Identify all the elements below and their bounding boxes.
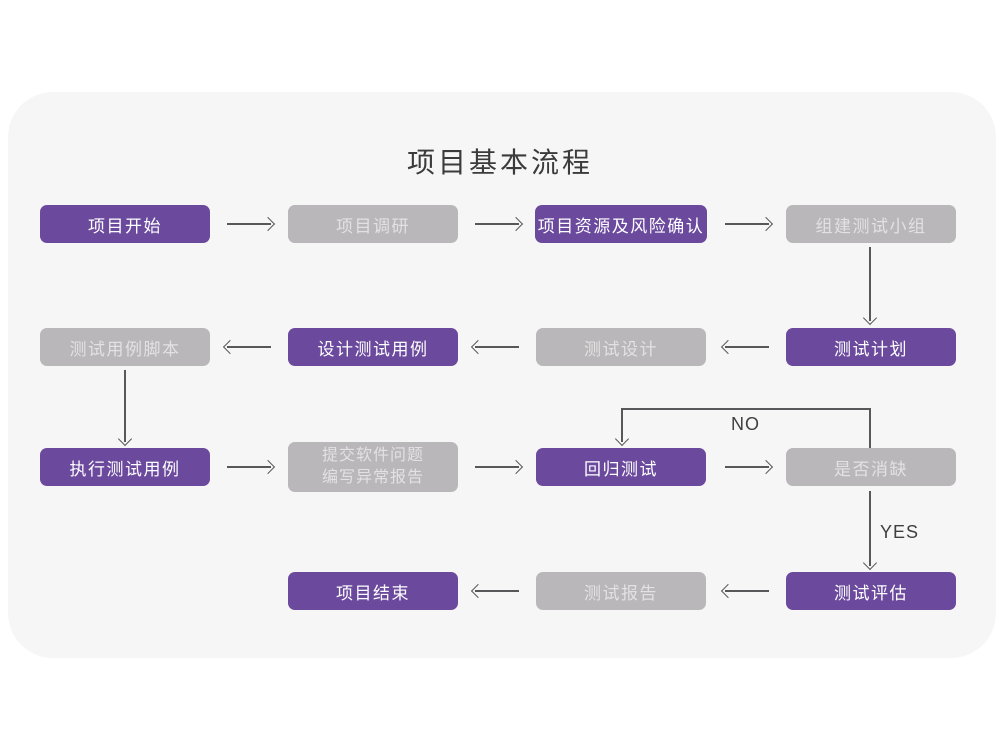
no-loop-horizontal-line (621, 408, 870, 410)
arrow-risk-to-team-icon (725, 223, 769, 225)
arrow-execute-to-submit-icon (227, 466, 271, 468)
submit-issues-line1: 提交软件问题 (321, 446, 424, 464)
node-project-end: 项目结束 (288, 572, 458, 610)
arrow-designcases-to-scripts-icon (227, 346, 271, 348)
arrow-research-to-risk-icon (475, 223, 519, 225)
arrow-no-loop-to-regression-icon (621, 408, 623, 442)
node-test-evaluation: 测试评估 (786, 572, 956, 610)
node-project-start: 项目开始 (40, 205, 210, 243)
edge-label-no: NO (731, 414, 760, 434)
arrow-evaluation-to-report-icon (725, 590, 769, 592)
node-test-design: 测试设计 (536, 328, 706, 366)
page-title: 项目基本流程 (406, 147, 593, 178)
arrow-start-to-research-icon (227, 223, 271, 225)
no-loop-riser-line (869, 408, 871, 448)
node-execute-test-cases: 执行测试用例 (40, 448, 210, 486)
arrow-plan-to-design-icon (725, 346, 769, 348)
node-defect-cleared: 是否消缺 (786, 448, 956, 486)
arrow-scripts-to-execute-icon (124, 370, 126, 442)
arrow-design-to-designcases-icon (475, 346, 519, 348)
node-project-resources-risk: 项目资源及风险确认 (535, 205, 707, 243)
node-design-test-cases: 设计测试用例 (288, 328, 458, 366)
edge-label-yes: YES (880, 522, 920, 542)
arrow-submit-to-regression-icon (475, 466, 519, 468)
node-test-case-scripts: 测试用例脚本 (40, 328, 210, 366)
node-test-report: 测试报告 (536, 572, 706, 610)
arrow-regression-to-defect-icon (725, 466, 769, 468)
node-test-plan: 测试计划 (786, 328, 956, 366)
submit-issues-line2: 编写异常报告 (321, 469, 424, 486)
arrow-team-to-plan-icon (869, 247, 871, 321)
node-regression-test: 回归测试 (536, 448, 706, 486)
node-build-test-team: 组建测试小组 (786, 205, 956, 243)
arrow-report-to-end-icon (475, 590, 519, 592)
arrow-defect-to-evaluation-icon (869, 491, 871, 566)
node-project-research: 项目调研 (288, 205, 458, 243)
flowchart-card (8, 92, 996, 658)
node-submit-issues: 提交软件问题 编写异常报告 (288, 442, 458, 492)
